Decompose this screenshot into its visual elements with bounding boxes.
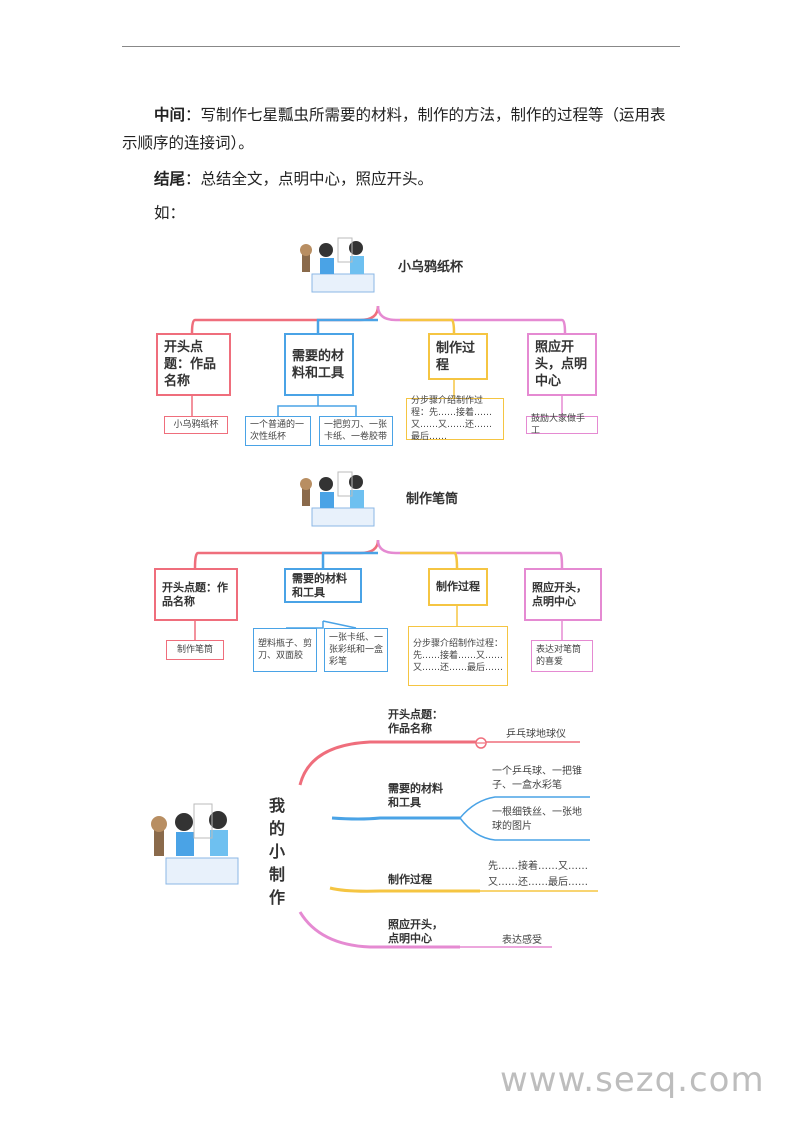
watermark: www.sezq.com bbox=[500, 1060, 765, 1100]
header-rule bbox=[122, 46, 680, 47]
map3-leaf-process-a: 先……接着……又…… bbox=[488, 861, 588, 872]
map1-leaf-material-b: 一把剪刀、一张卡纸、一卷胶带 bbox=[319, 416, 393, 446]
middle-text: ：写制作七星瓢虫所需要的材料，制作的方法，制作的过程等（运用表 bbox=[185, 106, 666, 124]
map3-branch-process: 制作过程 bbox=[388, 873, 432, 886]
end-text: ：总结全文，点明中心，照应开头。 bbox=[185, 170, 434, 188]
map3-leaf-process-b: 又……还……最后…… bbox=[488, 877, 588, 888]
map2-branch-process: 制作过程 bbox=[428, 568, 488, 606]
map3-leaf-name: 乒乓球地球仪 bbox=[506, 729, 566, 740]
map3-branch-materials: 需要的材料和工具 bbox=[388, 782, 443, 809]
map3-leaf-material-a: 一个乒乓球、一把锥子、一盒水彩笔 bbox=[492, 766, 582, 791]
map1-branch-materials: 需要的材料和工具 bbox=[284, 333, 354, 396]
example-label: 如： bbox=[154, 204, 186, 222]
map2-branch-opening: 开头点题：作品名称 bbox=[154, 568, 238, 621]
children-crafting-illustration bbox=[300, 471, 375, 527]
middle-paragraph: 中间：写制作七星瓢虫所需要的材料，制作的方法，制作的过程等（运用表 bbox=[154, 104, 694, 126]
map2-branch-materials: 需要的材料和工具 bbox=[284, 568, 362, 603]
map1-leaf-ending: 鼓励大家做手工 bbox=[526, 414, 598, 436]
map1-title: 小乌鸦纸杯 bbox=[398, 260, 464, 275]
map1-branch-ending: 照应开头，点明中心 bbox=[527, 333, 597, 396]
map3-leaf-ending: 表达感受 bbox=[502, 935, 542, 946]
map3-branch-opening: 开头点题：作品名称 bbox=[388, 708, 443, 735]
map2-leaf-name: 制作笔筒 bbox=[166, 640, 224, 660]
map2-branch-ending: 照应开头，点明中心 bbox=[524, 568, 602, 621]
map2-leaf-material-b: 一张卡纸、一张彩纸和一盒彩笔 bbox=[324, 628, 388, 672]
map2-leaf-material-a: 塑料瓶子、剪刀、双面胶 bbox=[253, 628, 317, 672]
map2-leaf-process: 分步骤介绍制作过程：先……接着……又……又……还……最后…… bbox=[408, 626, 508, 686]
map2-title: 制作笔筒 bbox=[406, 492, 459, 507]
end-paragraph: 结尾：总结全文，点明中心，照应开头。 bbox=[154, 168, 433, 190]
map1-branch-opening: 开头点题：作品名称 bbox=[156, 333, 231, 396]
map3-leaf-material-b: 一根细铁丝、一张地球的图片 bbox=[492, 807, 582, 832]
map3-title: 我的小制作 bbox=[268, 796, 285, 907]
middle-paragraph-cont: 示顺序的连接词）。 bbox=[122, 134, 254, 152]
end-label: 结尾 bbox=[154, 170, 186, 188]
map1-leaf-process: 分步骤介绍制作过程：先……接着……又……又……还……最后…… bbox=[406, 396, 504, 442]
children-crafting-illustration bbox=[151, 803, 239, 885]
map1-leaf-name: 小乌鸦纸杯 bbox=[164, 416, 228, 434]
map1-branch-process: 制作过程 bbox=[428, 333, 488, 380]
children-crafting-illustration bbox=[300, 237, 375, 293]
middle-label: 中间 bbox=[154, 106, 186, 124]
map2-leaf-ending: 表达对笔筒的喜爱 bbox=[531, 640, 593, 672]
map1-leaf-material-a: 一个普通的一次性纸杯 bbox=[245, 416, 311, 446]
map3-branch-ending: 照应开头，点明中心 bbox=[388, 918, 443, 945]
